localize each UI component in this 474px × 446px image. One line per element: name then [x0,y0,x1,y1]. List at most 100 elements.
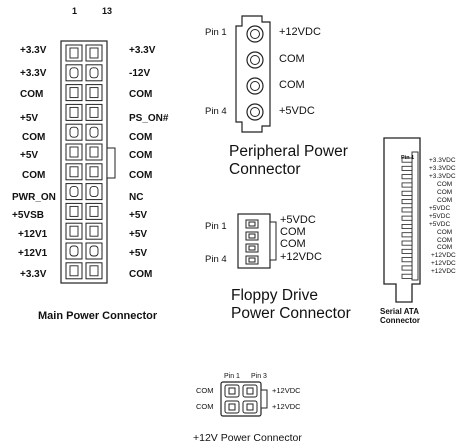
floppy-label-2: COM [280,226,306,238]
main-left-pin-label: +3.3V [20,45,47,56]
main-power-connector-caption: Main Power Connector [38,310,158,322]
sata-pin-contact [401,165,413,171]
p12v-connector-body [220,381,268,417]
main-right-pin-label: +5V [129,210,148,221]
main-right-pin-label: COM [129,89,153,100]
sata-pin-label: COM [437,244,453,252]
p12v-caption: +12V Power Connector [193,432,302,444]
p12v-left-label-2: COM [196,402,214,411]
main-left-pin-label: COM [20,89,44,100]
sata-title-line2: Connector [380,316,420,325]
main-pin-contact [89,166,99,178]
sata-pin-contact [401,273,413,279]
sata-pin-label: +12VDC [431,260,456,268]
sata-pin-contact [401,232,413,238]
sata-pin-label: +12VDC [431,252,456,260]
main-left-pin-label: +5V [20,150,39,161]
sata-pin-label: COM [437,180,453,188]
p12v-right-label-2: +12VDC [272,402,301,411]
main-pin-contact [89,225,99,237]
main-right-pin-label: PS_ON# [129,113,169,124]
sata-pin-contact [401,182,413,188]
main-left-pin-label: +12V1 [18,229,48,240]
sata-pin-contact [401,207,413,213]
sata-pin-contact [401,265,413,271]
sata-pin-contact [401,199,413,205]
floppy-label-1: +5VDC [280,214,316,226]
main-pin-contact [89,186,99,198]
sata-pin-contact [401,240,413,246]
main-pin-13-header: 13 [102,6,113,16]
main-pin-contact [69,47,79,59]
peripheral-title-line1: Peripheral Power [229,143,348,160]
main-pin-contact [69,205,79,217]
sata-pin-contact [401,190,413,196]
peripheral-title-line2: Connector [229,161,301,178]
main-left-pin-label: +3.3V [20,68,47,79]
sata-pin-label: COM [437,236,453,244]
sata-pin-label: +5VDC [429,220,451,228]
sata-pin-label: +3.3VDC [429,157,456,164]
main-right-pin-label: +5V [129,229,148,240]
p12v-pin3-label: Pin 3 [251,373,267,380]
peripheral-label-3: COM [279,79,305,91]
main-right-pin-label: COM [129,269,153,280]
main-pin-contact [89,106,99,118]
main-pin-contact [89,47,99,59]
main-pin-contact [89,67,99,79]
floppy-connector-body [237,213,277,269]
peripheral-pin1-label: Pin 1 [205,27,227,38]
peripheral-label-4: +5VDC [279,105,315,117]
main-right-pin-label: COM [129,132,153,143]
main-left-pin-label: COM [22,132,46,143]
peripheral-label-2: COM [279,53,305,65]
main-left-pin-label: +5VSB [12,210,44,221]
floppy-label-3: COM [280,238,306,250]
sata-pin-contact [401,157,413,163]
sata-pin-label: COM [437,188,453,196]
main-right-pin-label: COM [129,170,153,181]
main-pin-contact [69,166,79,178]
main-pin-contact [69,106,79,118]
main-right-pin-label: +5V [129,248,148,259]
sata-pin-contact [401,224,413,230]
sata-pin-contact [401,174,413,180]
main-pin-contact [69,225,79,237]
main-pin-contact [89,126,99,138]
floppy-label-4: +12VDC [280,251,322,263]
main-right-pin-label: -12V [129,68,151,79]
sata-pin-label: +5VDC [429,212,451,220]
sata-pin-label: +12VDC [431,268,456,276]
main-left-pin-label: +3.3V [20,269,47,280]
sata-pin-label: COM [437,196,453,204]
main-right-pin-label: COM [129,150,153,161]
floppy-title-line2: Power Connector [231,305,351,322]
p12v-pin1-label: Pin 1 [224,373,240,380]
sata-pin-contact [401,257,413,263]
main-connector-body [60,40,116,284]
floppy-title-line1: Floppy Drive [231,287,318,304]
main-left-pin-label: +5V [20,113,39,124]
main-pin-contact [69,186,79,198]
sata-connector-body [383,137,421,303]
sata-pin-label: +5VDC [429,204,451,212]
sata-pin-contact [401,215,413,221]
p12v-right-label-1: +12VDC [272,386,301,395]
main-right-pin-label: +3.3V [129,45,156,56]
peripheral-connector-body [235,15,271,133]
sata-pin-label: COM [437,228,453,236]
main-pin-contact [89,146,99,158]
peripheral-label-1: +12VDC [279,26,321,38]
main-pin-contact [89,265,99,277]
main-pin-contact [69,265,79,277]
main-pin-contact [69,245,79,257]
main-left-pin-label: +12V1 [18,248,48,259]
peripheral-pin4-label: Pin 4 [205,106,227,117]
sata-pin-contact [401,248,413,254]
main-pin-contact [69,67,79,79]
sata-pin-label: +3.3VDC [429,172,456,180]
floppy-pin1-label: Pin 1 [205,221,227,232]
main-pin-contact [89,245,99,257]
sata-title-line1: Serial ATA [380,307,419,316]
main-pin-contact [69,87,79,99]
